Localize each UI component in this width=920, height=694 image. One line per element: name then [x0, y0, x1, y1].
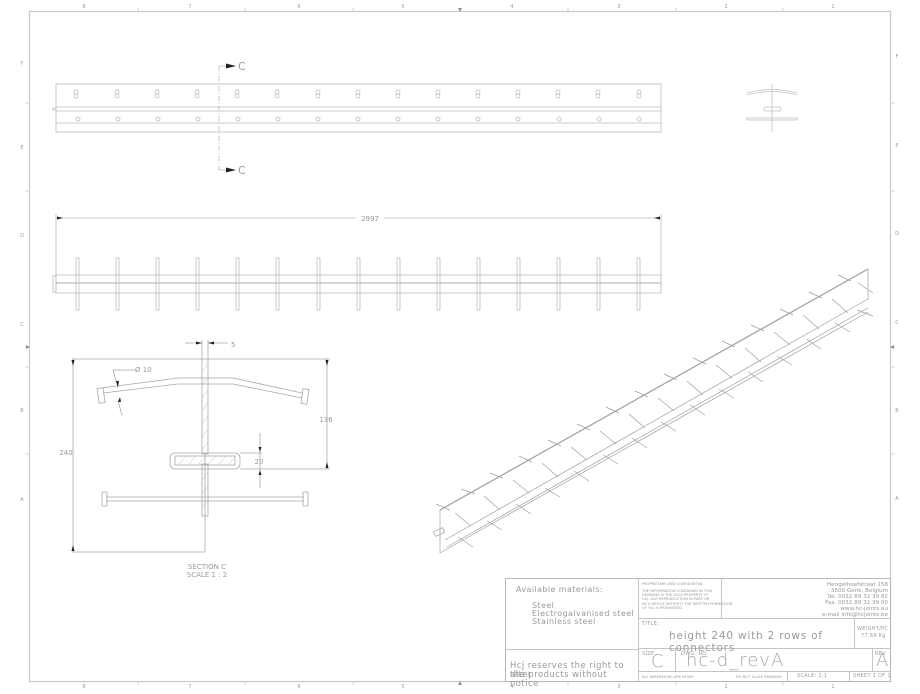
- top-row-connectors: [73, 89, 642, 99]
- notice-line-2: the products without notice: [510, 669, 608, 688]
- svg-text:2: 2: [724, 684, 727, 690]
- scale-note: DO NOT SCALE DRAWING: [736, 675, 782, 679]
- svg-text:1: 1: [831, 4, 834, 10]
- section-dimensions: 5 Ø 10 240 136 20: [59, 341, 333, 466]
- title-block: Available materials: Steel Electrogalvan…: [505, 578, 891, 688]
- material-item: Electrogalvanised steel: [532, 609, 635, 618]
- svg-text:240: 240: [59, 449, 72, 457]
- svg-text:B: B: [20, 408, 24, 414]
- front-connectors: [75, 257, 641, 311]
- svg-text:3: 3: [617, 684, 620, 690]
- material-item: Steel: [532, 601, 555, 610]
- sheet-number: SHEET 1 OF 1: [853, 673, 891, 679]
- rev-label: REV: [875, 651, 886, 657]
- svg-text:C: C: [238, 164, 246, 177]
- svg-text:F: F: [21, 61, 24, 67]
- proprietary-heading: PROPRIETARY AND CONFIDENTIAL: [642, 582, 704, 586]
- svg-text:D: D: [895, 231, 899, 237]
- section-labels: C C: [238, 60, 246, 177]
- length-dimension-arrows: [57, 216, 660, 220]
- isometric-view: [433, 268, 874, 554]
- size-label: SIZE: [642, 651, 655, 657]
- svg-text:8: 8: [82, 4, 85, 10]
- svg-text:5: 5: [231, 341, 235, 349]
- centering-marks: [26, 8, 894, 685]
- svg-text:6: 6: [297, 684, 300, 690]
- divider: [787, 671, 788, 682]
- title-cell: TITLE: height 240 with 2 rows of connect…: [639, 619, 855, 654]
- divider: [849, 671, 850, 682]
- material-item: Stainless steel: [532, 617, 596, 626]
- scale-value: SCALE: 2:1: [797, 673, 828, 679]
- svg-text:7: 7: [188, 4, 191, 10]
- svg-text:7: 7: [188, 684, 191, 690]
- section-arrows: [226, 63, 236, 173]
- notice-cell: Hcj reserves the right to alter the prod…: [506, 649, 639, 688]
- svg-text:136: 136: [319, 416, 333, 424]
- materials-cell: Available materials: Steel Electrogalvan…: [506, 579, 639, 649]
- footer-row: ALL DIMENSIONS ARE IN MM DO NOT SCALE DR…: [639, 671, 891, 682]
- top-view: [52, 65, 662, 171]
- dwg-number: hc-d_revA: [686, 650, 785, 671]
- proprietary-text: THE INFORMATION CONTAINED IN THIS DRAWIN…: [642, 589, 733, 610]
- column-markers-top: 8 7 6 5 4 3 2 1: [82, 4, 834, 10]
- dim-text-bg: [356, 213, 384, 222]
- dwg-number-cell: DWG. NO. hc-d_revA: [676, 649, 873, 671]
- svg-text:C: C: [20, 322, 24, 328]
- dimensions-note: ALL DIMENSIONS ARE IN MM: [642, 675, 694, 679]
- row-markers-right: F E D C B A: [895, 54, 899, 502]
- rev-cell: REV A: [873, 649, 891, 671]
- weight-value: 77.69 Kg: [861, 633, 886, 639]
- dwg-label: DWG. NO.: [681, 651, 709, 657]
- drawing-title: height 240 with 2 rows of connectors: [669, 630, 823, 654]
- proprietary-cell: PROPRIETARY AND CONFIDENTIAL THE INFORMA…: [639, 579, 732, 619]
- svg-text:C: C: [895, 320, 899, 326]
- svg-text:20: 20: [255, 458, 264, 466]
- svg-text:SECTION C: SECTION C: [188, 563, 226, 571]
- svg-text:4: 4: [510, 684, 513, 690]
- row-markers-left: F E D C B A: [20, 61, 24, 503]
- svg-text:F: F: [896, 54, 899, 60]
- svg-text:Ø 10: Ø 10: [135, 366, 152, 374]
- svg-text:C: C: [238, 60, 246, 73]
- svg-text:6: 6: [297, 4, 300, 10]
- front-view: [52, 214, 662, 311]
- svg-text:E: E: [20, 145, 23, 151]
- company-address: Hengelhoefstraat 158 3600 Genk, Belgium …: [822, 582, 888, 618]
- weight-cell: WEIGHT/PC 77.69 Kg: [855, 619, 891, 649]
- size-value: C: [651, 651, 665, 672]
- materials-label: Available materials:: [516, 585, 604, 594]
- title-label: TITLE:: [642, 621, 660, 627]
- end-view-thumbnail: [746, 84, 798, 132]
- svg-text:E: E: [895, 143, 898, 149]
- section-caption: SECTION C SCALE 1 : 2: [187, 563, 227, 579]
- svg-text:8: 8: [82, 684, 85, 690]
- weight-label: WEIGHT/PC: [857, 626, 889, 632]
- svg-text:2: 2: [724, 4, 727, 10]
- address-cell: Hengelhoefstraat 158 3600 Genk, Belgium …: [722, 579, 891, 619]
- svg-text:A: A: [895, 496, 899, 502]
- iso-lower-connectors: [457, 309, 874, 548]
- svg-text:5: 5: [401, 684, 404, 690]
- length-dimension: 2997: [361, 215, 379, 223]
- iso-upper-connectors: [435, 274, 874, 527]
- svg-text:D: D: [20, 233, 24, 239]
- section-view: [72, 340, 330, 553]
- svg-text:A: A: [20, 497, 24, 503]
- svg-text:3: 3: [617, 4, 620, 10]
- bottom-row-connectors: [75, 116, 642, 122]
- svg-text:5: 5: [401, 4, 404, 10]
- svg-text:4: 4: [510, 4, 513, 10]
- svg-text:SCALE 1 : 2: SCALE 1 : 2: [187, 571, 227, 579]
- svg-text:1: 1: [831, 684, 834, 690]
- rev-value: A: [876, 650, 890, 671]
- column-markers-bottom: 8 7 6 5 4 3 2 1: [82, 684, 834, 690]
- notice-line-1: Hcj reserves the right to alter: [510, 660, 625, 679]
- size-cell: SIZE C: [639, 649, 676, 672]
- section-dim-arrows: [71, 341, 329, 551]
- svg-text:B: B: [895, 408, 899, 414]
